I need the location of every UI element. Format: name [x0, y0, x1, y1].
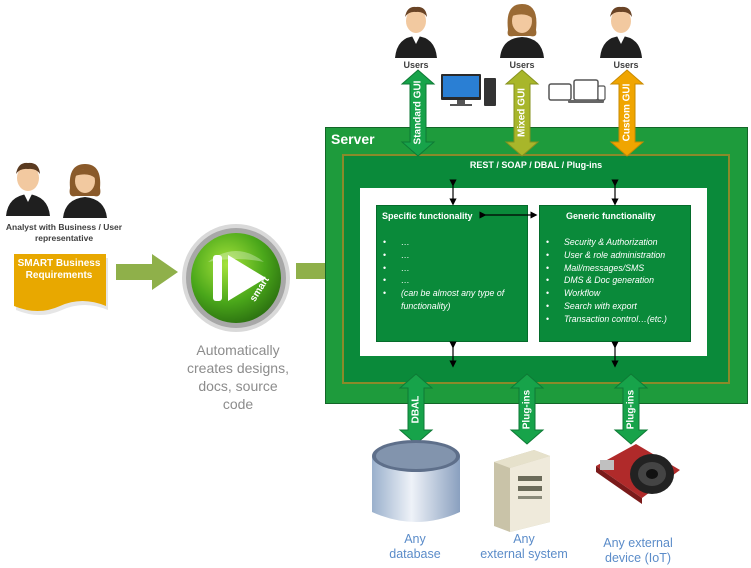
user-female-icon — [500, 4, 544, 58]
external-system-caption-line1: Any — [513, 532, 535, 546]
iot-sensor-icon — [596, 444, 680, 504]
specific-item: (can be almost any type of functionality… — [377, 287, 527, 313]
users-label-1: Users — [403, 60, 429, 70]
users-label-3: Users — [613, 60, 639, 70]
analyst-caption-line1: Analyst with Business / User — [5, 222, 123, 232]
requirements-label-line2: Requirements — [25, 270, 93, 281]
auto-caption-line4: code — [222, 396, 254, 412]
dbal-label: DBAL — [410, 395, 422, 424]
users-label-2: Users — [509, 60, 535, 70]
auto-caption-line2: creates designs, — [187, 360, 289, 376]
specific-list: … … … … (can be almost any type of funct… — [377, 236, 527, 313]
generic-title: Generic functionality — [566, 211, 656, 221]
specific-functionality-box: Specific functionality … … … … (can be a… — [376, 205, 528, 342]
generic-item: Security & Authorization — [540, 236, 690, 249]
database-icon — [372, 440, 460, 522]
specific-item: … — [377, 249, 527, 262]
protocols-label: REST / SOAP / DBAL / Plug-ins — [469, 160, 603, 170]
generic-item: Workflow — [540, 287, 690, 300]
database-caption-line1: Any — [404, 532, 426, 546]
requirements-label: SMART Business Requirements — [14, 258, 104, 282]
generic-functionality-box: Generic functionality Security & Authori… — [539, 205, 691, 342]
generic-item: Search with export — [540, 300, 690, 313]
desktop-computer-icon — [441, 74, 496, 106]
user-male-icon — [600, 6, 642, 58]
specific-title: Specific functionality — [382, 211, 473, 221]
requirements-document-shape — [14, 254, 108, 315]
auto-caption-line3: docs, source — [198, 378, 278, 394]
specific-item: … — [377, 236, 527, 249]
smart-logo-icon — [182, 224, 290, 332]
external-system-caption: Any external system — [466, 532, 582, 562]
database-caption: Any database — [370, 532, 460, 562]
auto-caption: Automatically creates designs, docs, sou… — [170, 341, 306, 413]
analyst-female-icon — [63, 164, 107, 218]
generic-list: Security & Authorization User & role adm… — [540, 236, 690, 326]
device-caption-line2: device (IoT) — [605, 551, 671, 565]
generic-item: Mail/messages/SMS — [540, 262, 690, 275]
generic-item: DMS & Doc generation — [540, 274, 690, 287]
specific-item: … — [377, 274, 527, 287]
server-title: Server — [331, 131, 375, 147]
specific-item: … — [377, 262, 527, 275]
analyst-caption-line2: representative — [34, 233, 94, 243]
requirements-label-line1: SMART Business — [17, 258, 101, 269]
auto-caption-line1: Automatically — [196, 342, 280, 358]
generic-item: User & role administration — [540, 249, 690, 262]
plugins-label-system: Plug-ins — [521, 389, 533, 430]
external-system-caption-line2: external system — [480, 547, 568, 561]
server-tower-icon — [494, 450, 550, 532]
database-caption-line2: database — [389, 547, 441, 561]
user-male-icon — [395, 6, 437, 58]
mobile-devices-icon — [548, 79, 606, 103]
device-caption: Any external device (IoT) — [588, 536, 688, 566]
device-caption-line1: Any external — [603, 536, 673, 550]
plugins-label-device: Plug-ins — [625, 389, 637, 430]
analyst-caption: Analyst with Business / User representat… — [0, 222, 128, 244]
generic-item: Transaction control…(etc.) — [540, 313, 690, 326]
analyst-male-icon — [6, 162, 50, 216]
requirements-to-smart-arrow — [116, 254, 178, 290]
